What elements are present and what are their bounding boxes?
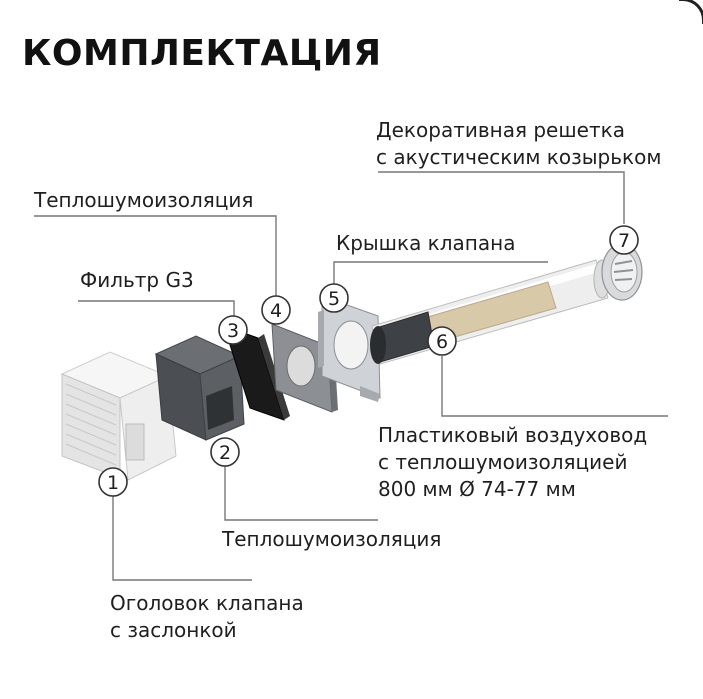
marker-7: 7 — [609, 225, 639, 255]
label-insulation-top-line1: Теплошумоизоляция — [34, 188, 254, 212]
leader-line-filter — [78, 300, 235, 316]
leader-line-valve-cover — [333, 261, 548, 284]
marker-1: 1 — [98, 467, 128, 497]
marker-6: 6 — [427, 326, 457, 356]
label-insulation-top: Теплошумоизоляция — [34, 187, 253, 214]
leader-line-duct — [441, 356, 668, 417]
label-filter: Фильтр G3 — [80, 267, 194, 294]
marker-6-number: 6 — [436, 331, 448, 353]
label-grille-line1: Декоративная решетка — [376, 118, 625, 142]
marker-5-number: 5 — [328, 288, 340, 310]
label-duct-line2: с теплошумоизоляцией — [378, 450, 628, 474]
label-duct: Пластиковый воздуховод с теплошумоизоляц… — [378, 422, 647, 503]
marker-4-number: 4 — [270, 300, 282, 322]
label-valve-head-line1: Оголовок клапана — [110, 591, 304, 615]
duct-end-cap — [370, 326, 386, 364]
part-valve-cover — [318, 295, 381, 402]
valve-head-damper — [125, 423, 145, 461]
marker-1-number: 1 — [107, 472, 119, 494]
label-valve-cover-line1: Крышка клапана — [336, 231, 516, 255]
label-insulation-bottom-line1: Теплошумоизоляция — [222, 527, 442, 551]
marker-2-number: 2 — [219, 442, 231, 464]
gasket-hole — [286, 345, 316, 387]
insulation-box-opening — [206, 386, 234, 430]
leader-line-insulation-bottom — [224, 466, 378, 521]
label-grille-line2: с акустическим козырьком — [376, 145, 662, 169]
leader-line-valve-head — [112, 496, 252, 581]
grille-slots — [613, 260, 634, 281]
label-valve-head-line2: с заслонкой — [110, 618, 237, 642]
page-title: КОМПЛЕКТАЦИЯ — [22, 33, 382, 75]
cover-tab — [360, 386, 380, 402]
part-grille — [601, 243, 643, 301]
label-duct-line1: Пластиковый воздуховод — [378, 423, 648, 447]
valve-head-louvres — [65, 383, 117, 466]
marker-5: 5 — [319, 283, 349, 313]
label-duct-line3: 800 мм Ø 74-77 мм — [378, 477, 576, 501]
cover-hole — [333, 320, 369, 370]
leader-line-insulation-top — [34, 215, 277, 296]
label-valve-head: Оголовок клапана с заслонкой — [110, 590, 304, 644]
marker-2: 2 — [210, 437, 240, 467]
marker-7-number: 7 — [618, 230, 630, 252]
part-insulation-box — [154, 335, 245, 441]
part-valve-head — [60, 351, 177, 481]
label-valve-cover: Крышка клапана — [336, 230, 515, 257]
marker-3: 3 — [218, 315, 248, 345]
marker-3-number: 3 — [227, 320, 239, 342]
filter-edge — [258, 334, 290, 420]
label-grille: Декоративная решетка с акустическим козы… — [376, 117, 661, 171]
leader-lines — [34, 171, 668, 581]
cover-flange — [318, 310, 324, 368]
leader-line-grille — [378, 171, 625, 224]
label-insulation-bottom: Теплошумоизоляция — [222, 526, 441, 553]
part-duct — [370, 259, 611, 365]
label-filter-line1: Фильтр G3 — [80, 268, 194, 292]
marker-4: 4 — [261, 295, 291, 325]
